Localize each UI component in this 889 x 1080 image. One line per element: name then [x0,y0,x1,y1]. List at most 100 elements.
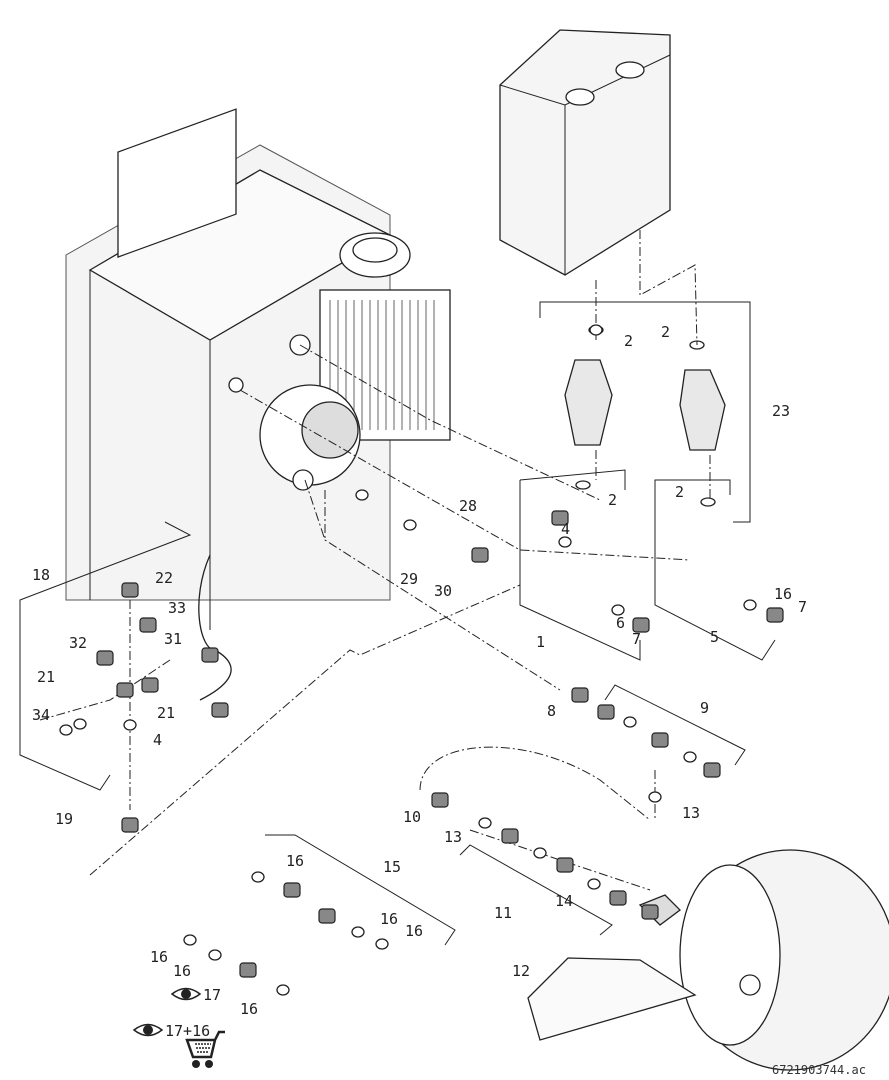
seal-ring [558,536,572,548]
callout-label: 19 [55,810,73,828]
callout-label: 11 [494,904,512,922]
storage-tank [499,29,671,276]
seal-ring [683,751,697,763]
shopping-cart-icon[interactable] [185,1030,225,1068]
seal-ring [251,871,265,883]
callout-label: 8 [547,702,556,720]
callout-label: 5 [710,628,719,646]
seal-ring [533,847,547,859]
callout-label: 34 [32,706,50,724]
seal-ring [276,984,290,996]
fitting [501,828,519,844]
callout-label: 2 [661,323,670,341]
fitting [431,792,449,808]
group-1-bracket [519,480,641,661]
fitting [471,547,489,563]
fitting [121,817,139,833]
fitting [318,908,336,924]
callout-label: 22 [155,569,173,587]
fitting [597,704,615,720]
callout-label: 29 [400,570,418,588]
callout-label: 16 [405,922,423,940]
seal-ring [375,938,389,950]
seal-ring [648,791,662,803]
fitting [121,582,139,598]
seal-ring [743,599,757,611]
callout-label: 18 [32,566,50,584]
fitting [609,890,627,906]
callout-label: 23 [772,402,790,420]
burner-assembly [228,232,451,491]
callout-label: 4 [561,520,570,538]
group-15-bracket [265,834,456,946]
callout-label: 16 [240,1000,258,1018]
group-5-bracket [654,479,776,661]
callout-label: 28 [459,497,477,515]
eye-icon [170,987,202,1001]
small-parts [59,324,784,996]
fitting [211,702,229,718]
fitting [283,882,301,898]
expansion-vessel [638,849,889,1071]
callout-label: 13 [682,804,700,822]
callout-label: 2 [624,332,633,350]
callout-label: 21 [37,668,55,686]
fitting [651,732,669,748]
callout-label: 14 [555,892,573,910]
group-9-bracket [604,684,746,766]
tank-connection-set [539,301,751,523]
fitting [116,682,134,698]
fitting [201,647,219,663]
callout-label: 32 [69,634,87,652]
seal-ring [355,489,369,501]
seal-ring [73,718,87,730]
eye-icon [132,1023,164,1037]
fitting [632,617,650,633]
mounting-plate [527,957,697,1041]
group-11-bracket [459,844,613,936]
callout-label: 33 [168,599,186,617]
seal-ring [623,716,637,728]
fitting [571,687,589,703]
seal-ring [59,724,73,736]
fitting [556,857,574,873]
callout-label: 21 [157,704,175,722]
callout-label: 16 [774,585,792,603]
callout-label: 16 [286,852,304,870]
callout-label: 10 [403,808,421,826]
fitting [139,617,157,633]
callout-label: 7 [632,630,641,648]
seal-ring [351,926,365,938]
legend: 17 17+16 [132,986,225,1068]
fitting [96,650,114,666]
fitting [551,510,569,526]
group-18-bracket [19,521,192,791]
seal-ring [183,934,197,946]
seal-ring [478,817,492,829]
callout-label: 4 [153,731,162,749]
callout-label: 31 [164,630,182,648]
callout-label: 9 [700,699,709,717]
fitting [641,904,659,920]
assembly-axis-lines [39,230,711,891]
callout-label: 12 [512,962,530,980]
fitting [239,962,257,978]
callout-label: 16 [380,910,398,928]
callout-label: 1 [536,633,545,651]
fitting [766,607,784,623]
callout-label: 15 [383,858,401,876]
legend-item-label: 17 [203,986,221,1004]
callout-label: 2 [608,491,617,509]
seal-ring [123,719,137,731]
callout-label: 16 [173,962,191,980]
fitting [141,677,159,693]
seal-ring [403,519,417,531]
callout-label: 6 [616,614,625,632]
callout-label: 7 [798,598,807,616]
legend-set-label: 17+16 [165,1022,210,1040]
seal-ring [611,604,625,616]
seal-ring [589,324,603,336]
callout-label: 30 [434,582,452,600]
